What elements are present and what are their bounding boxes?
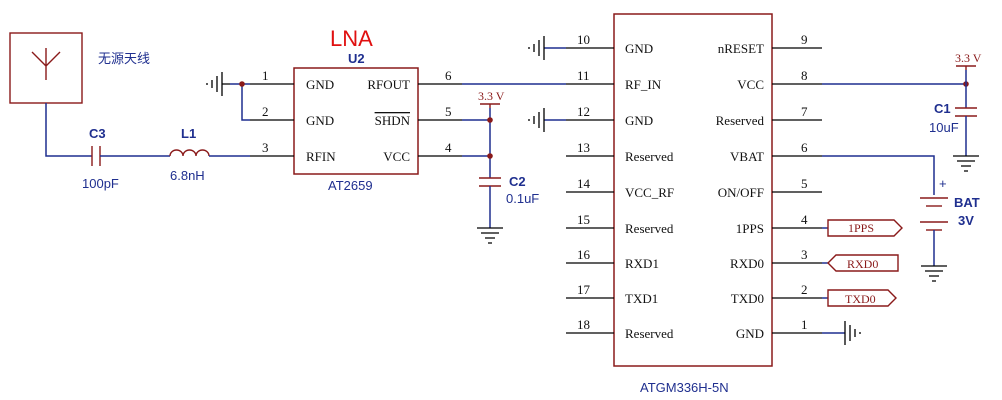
- lna-pin-name: GND: [306, 77, 334, 92]
- ground-symbol: [477, 227, 503, 244]
- gnss-pin-num: 8: [801, 68, 808, 83]
- gnss-part: ATGM336H-5N: [640, 380, 729, 395]
- gnss-pin-num: 12: [577, 104, 590, 119]
- c1-ref: C1: [934, 101, 951, 116]
- lna-designator: U2: [348, 51, 365, 66]
- port-label: TXD0: [845, 292, 876, 306]
- port-txd0: TXD0: [822, 289, 897, 307]
- gnss-pin-num: 11: [577, 68, 590, 83]
- lna-pin-num: 5: [445, 104, 452, 119]
- lna-pin-num: 3: [262, 140, 269, 155]
- l1-value: 6.8nH: [170, 168, 205, 183]
- c3-value: 100pF: [82, 176, 119, 191]
- gnss-pin-name: Reserved: [625, 326, 674, 341]
- gnss-pin-num: 10: [577, 32, 590, 47]
- gnss-pin-num: 1: [801, 317, 808, 332]
- lna-chip: LNA U2 AT2659 1 2 3 GND GND RFIN 6 5 4 R…: [250, 26, 462, 193]
- wire-lna-gnd: [230, 83, 250, 121]
- gnss-pin-name: GND: [625, 113, 653, 128]
- lna-title: LNA: [330, 26, 373, 51]
- gnss-pin-name: Reserved: [625, 149, 674, 164]
- lna-body: [293, 67, 419, 175]
- gnss-left-pins: 10 11 12 13 14 15 16 17 18 GND RF_IN GND…: [566, 32, 674, 341]
- gnss-pin-name: TXD0: [731, 291, 764, 306]
- lna-pin-num: 2: [262, 104, 269, 119]
- ground-symbol: [953, 155, 979, 172]
- lna-pin-name: SHDN: [375, 113, 411, 128]
- gnss-pin-name: Reserved: [625, 221, 674, 236]
- capacitor-c3: C3 100pF: [82, 126, 119, 191]
- lna-pin-name: VCC: [383, 149, 410, 164]
- gnss-pin-name: GND: [736, 326, 764, 341]
- antenna-label: 无源天线: [98, 51, 150, 66]
- gnss-module: ATGM336H-5N: [613, 13, 773, 395]
- c1-value: 10uF: [929, 120, 959, 135]
- battery-ref: BAT: [954, 195, 980, 210]
- gnss-pin-name: TXD1: [625, 291, 658, 306]
- gnss-pin-num: 3: [801, 247, 808, 262]
- ground-symbol: [528, 36, 545, 60]
- battery-value: 3V: [958, 213, 974, 228]
- gnss-pin-num: 9: [801, 32, 808, 47]
- gnss-pin-num: 4: [801, 212, 808, 227]
- wire-antenna: [45, 103, 92, 157]
- gnss-pin-num: 18: [577, 317, 590, 332]
- gnss-pin-num: 15: [577, 212, 590, 227]
- battery: + BAT 3V: [920, 176, 980, 231]
- port-label: RXD0: [847, 257, 878, 271]
- gnss-right-pins: 9 8 7 6 5 4 3 2 1 nRESET VCC Reserved VB…: [716, 32, 822, 341]
- gnss-pin-name: 1PPS: [736, 221, 764, 236]
- ground-symbol: [844, 321, 861, 345]
- lna-pin-num: 1: [262, 68, 269, 83]
- lna-pin-num: 6: [445, 68, 452, 83]
- lna-pin-name: RFOUT: [367, 77, 410, 92]
- gnss-pin-name: GND: [625, 41, 653, 56]
- ground-symbol: [206, 72, 230, 96]
- power-3v3-lna: 3.3 V: [478, 89, 505, 108]
- gnss-pin-num: 5: [801, 176, 808, 191]
- gnss-body: [613, 13, 773, 367]
- capacitor-c2: C2 0.1uF: [479, 174, 539, 206]
- gnss-pin-name: RXD1: [625, 256, 659, 271]
- gnss-pin-num: 6: [801, 140, 808, 155]
- lna-part: AT2659: [328, 178, 373, 193]
- c2-value: 0.1uF: [506, 191, 539, 206]
- lna-pin-name: RFIN: [306, 149, 336, 164]
- gnss-pin-num: 2: [801, 282, 808, 297]
- lna-pin-num: 4: [445, 140, 452, 155]
- wire-vbat: [822, 155, 935, 195]
- power-3v3-module: 3.3 V: [955, 51, 982, 70]
- capacitor-c1: C1 10uF: [929, 101, 977, 135]
- antenna-icon: [31, 48, 61, 80]
- ground-symbol: [921, 265, 947, 282]
- gnss-pin-name: Reserved: [716, 113, 765, 128]
- gnss-pin-name: VBAT: [730, 149, 764, 164]
- wire-lna-vcc: [462, 108, 491, 178]
- port-rxd0: RXD0: [822, 254, 899, 272]
- gnss-pin-name: nRESET: [718, 41, 764, 56]
- gnss-pin-name: VCC_RF: [625, 185, 674, 200]
- gnss-pin-name: RXD0: [730, 256, 764, 271]
- gnss-pin-num: 17: [577, 282, 591, 297]
- gnss-pin-num: 7: [801, 104, 808, 119]
- inductor-l1: L1 6.8nH: [169, 126, 210, 183]
- c2-ref: C2: [509, 174, 526, 189]
- gnss-pin-name: ON/OFF: [718, 185, 764, 200]
- power-label: 3.3 V: [478, 89, 505, 103]
- ground-symbol: [528, 108, 545, 132]
- power-label: 3.3 V: [955, 51, 982, 65]
- battery-plus: +: [939, 176, 947, 191]
- gnss-pin-name: VCC: [737, 77, 764, 92]
- gnss-pin-num: 16: [577, 247, 591, 262]
- gnss-pin-name: RF_IN: [625, 77, 662, 92]
- port-label: 1PPS: [848, 221, 874, 235]
- antenna: 无源天线: [9, 32, 150, 104]
- gnss-pin-num: 14: [577, 176, 591, 191]
- gnss-pin-num: 13: [577, 140, 590, 155]
- lna-pin-name: GND: [306, 113, 334, 128]
- port-1pps: 1PPS: [822, 219, 903, 237]
- l1-ref: L1: [181, 126, 196, 141]
- c3-ref: C3: [89, 126, 106, 141]
